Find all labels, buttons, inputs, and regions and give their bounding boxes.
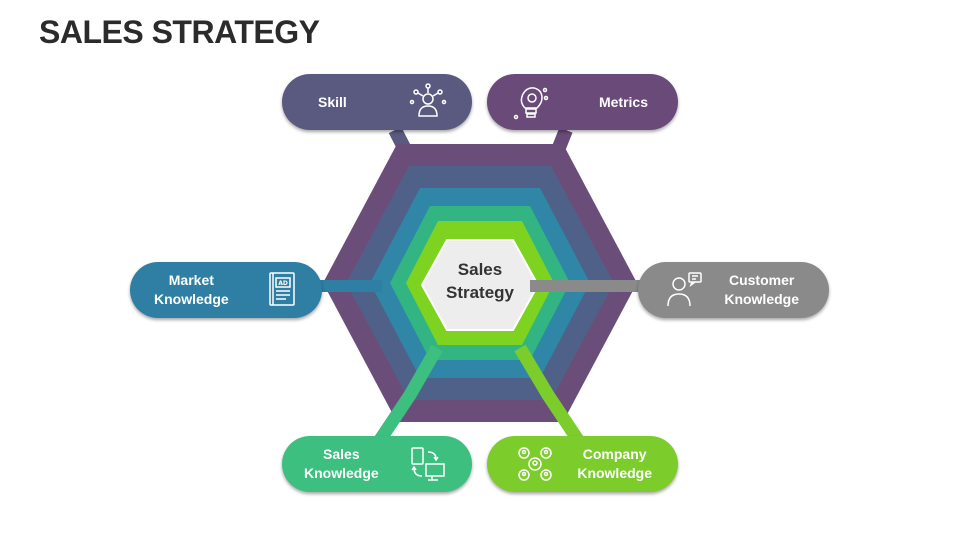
team-network-icon <box>515 444 555 484</box>
skill-person-icon <box>408 82 448 122</box>
hexagon-center <box>420 239 540 331</box>
node-metrics: Metrics <box>487 74 678 130</box>
connector-company <box>514 344 584 444</box>
customer-chat-icon <box>664 270 704 310</box>
lightbulb-gear-icon <box>511 82 551 122</box>
connector-market <box>312 280 382 292</box>
connector-customer <box>530 280 650 292</box>
node-customer-knowledge: Customer Knowledge <box>638 262 829 318</box>
center-label: Sales Strategy <box>445 260 515 302</box>
page-title: SALES STRATEGY <box>39 14 320 50</box>
node-sales-knowledge: Sales Knowledge <box>282 436 472 492</box>
ad-book-icon: AD <box>262 270 302 310</box>
devices-sync-icon <box>408 444 448 484</box>
node-company-knowledge: Company Knowledge <box>487 436 678 492</box>
node-market-knowledge: Market Knowledge AD <box>130 262 322 318</box>
connector-sales <box>374 344 443 444</box>
node-skill: Skill <box>282 74 472 130</box>
svg-text:AD: AD <box>278 280 288 287</box>
